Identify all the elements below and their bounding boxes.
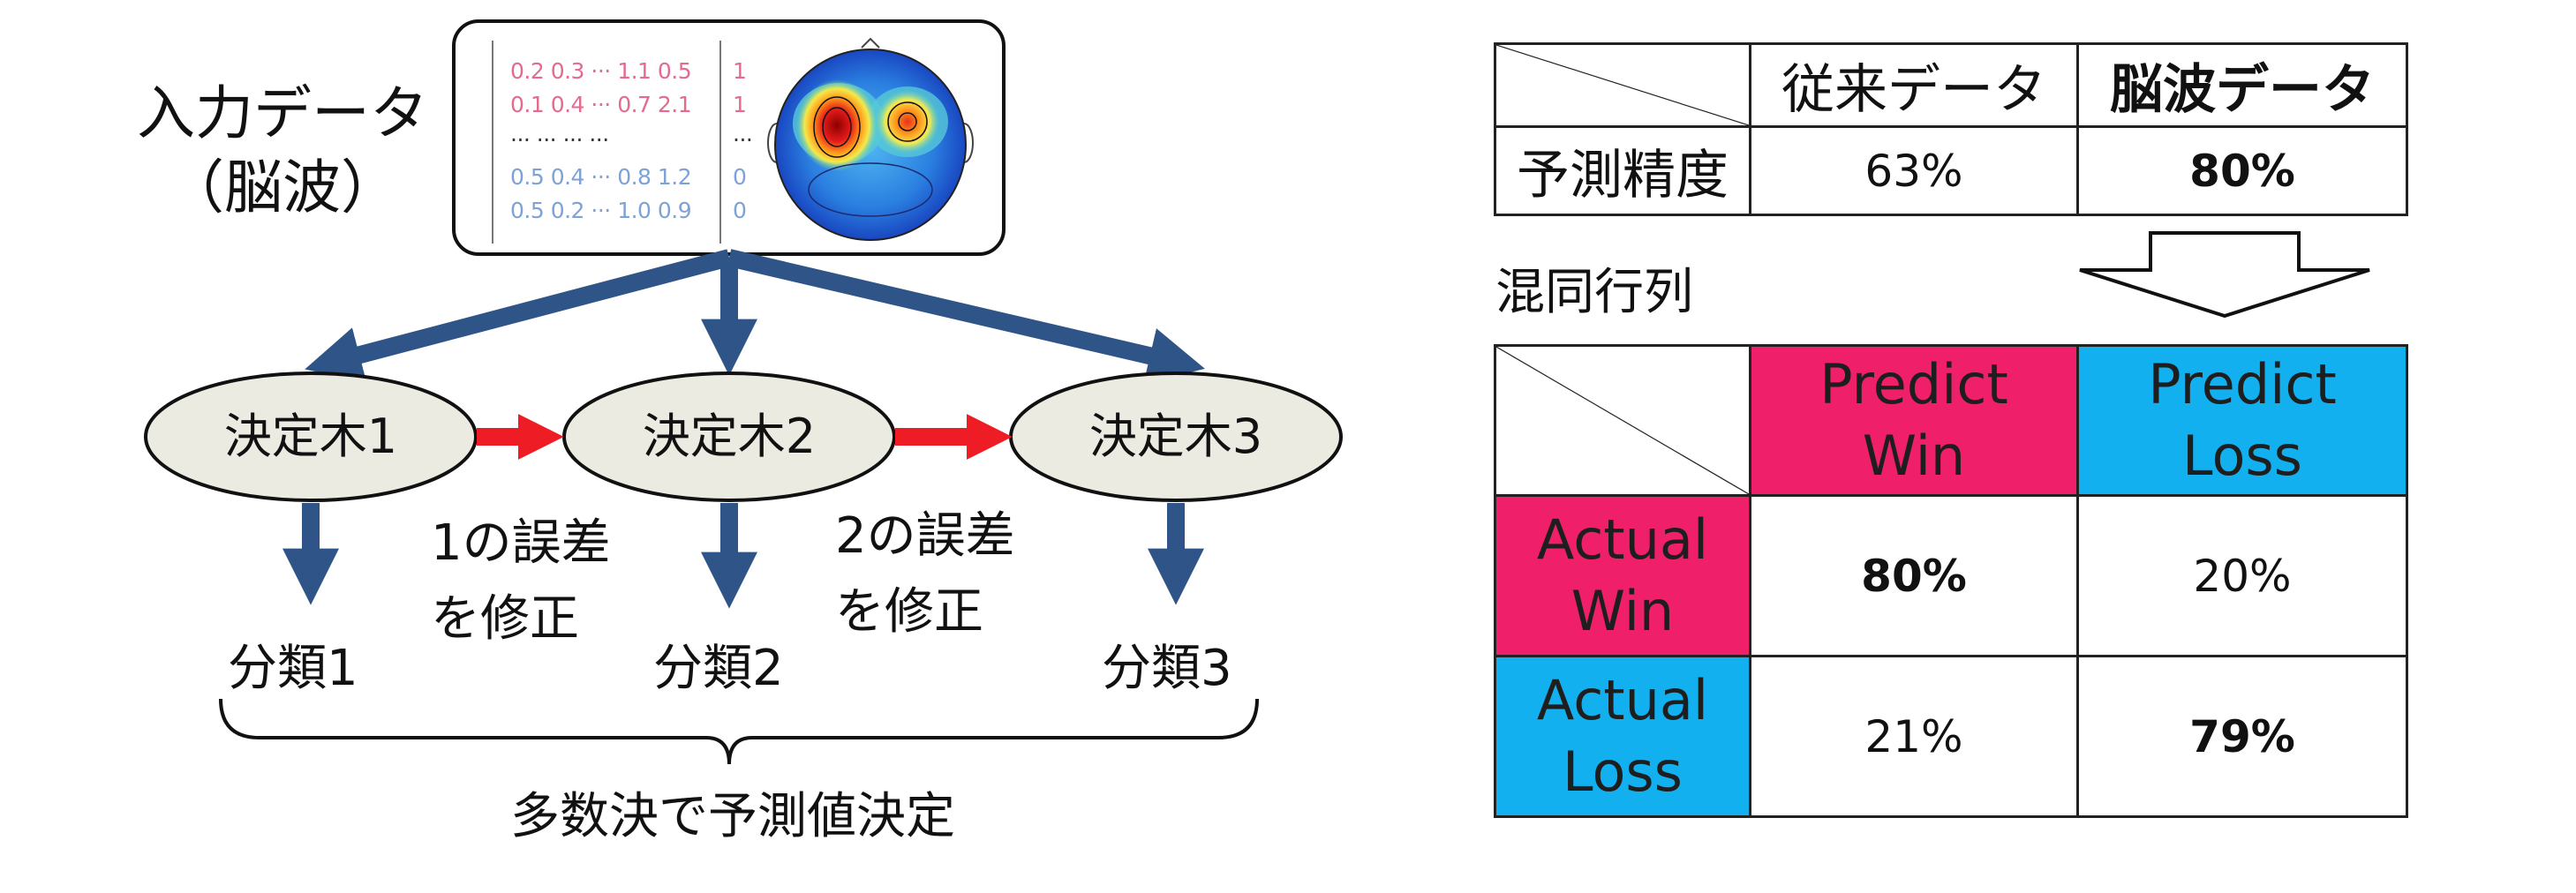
matrix-title: 混同行列 <box>1495 264 1693 321</box>
accuracy-conventional: 63% <box>1749 125 2079 216</box>
down-arrow-icon <box>2079 231 2370 319</box>
cell-loss-win: 21% <box>1749 655 2079 818</box>
result-label-1: 分類1 <box>228 640 358 697</box>
arrow-to-tree-1 <box>305 249 732 383</box>
eeg-matrix-lines <box>492 41 721 244</box>
matrix-corner-cell <box>1494 344 1751 497</box>
accuracy-eeg: 80% <box>2076 125 2408 216</box>
accuracy-corner-cell <box>1494 42 1751 128</box>
cell-loss-loss: 79% <box>2076 655 2408 818</box>
tree-node-2 <box>562 371 896 502</box>
majority-brace <box>219 698 1259 765</box>
col-header-eeg: 脳波データ <box>2076 42 2408 128</box>
tree-label-3: 決定木3 <box>1088 409 1263 464</box>
row-header-accuracy: 予測精度 <box>1494 125 1751 216</box>
accuracy-table: 従来データ 脳波データ 予測精度 63% 80% <box>1494 42 2408 216</box>
correction-1-line2: を修正 <box>431 590 579 648</box>
brain-map-icon <box>767 37 974 241</box>
correction-2-line1: 2の誤差 <box>835 507 1015 565</box>
cell-win-win: 80% <box>1749 494 2079 657</box>
tree-label-1: 決定木1 <box>223 409 398 464</box>
correction-1-line1: 1の誤差 <box>431 514 611 572</box>
result-label-3: 分類3 <box>1102 640 1232 697</box>
correction-2-line2: を修正 <box>835 583 983 641</box>
input-data-box: 0.2 0.3 ··· 1.1 0.5 1 0.1 0.4 ··· 0.7 2.… <box>452 19 1006 256</box>
arrow-to-tree-3 <box>727 249 1205 384</box>
cell-win-loss: 20% <box>2076 494 2408 657</box>
tree-label-2: 決定木2 <box>642 409 817 464</box>
majority-label: 多数決で予測値決定 <box>510 788 955 845</box>
col-header-conventional: 従来データ <box>1749 42 2079 128</box>
input-label-line2: （脳波） <box>166 154 399 221</box>
input-label-line1: 入力データ <box>137 79 428 147</box>
result-label-2: 分類2 <box>653 640 784 697</box>
flow-diagram <box>144 249 1343 765</box>
tree-node-1 <box>144 371 478 502</box>
